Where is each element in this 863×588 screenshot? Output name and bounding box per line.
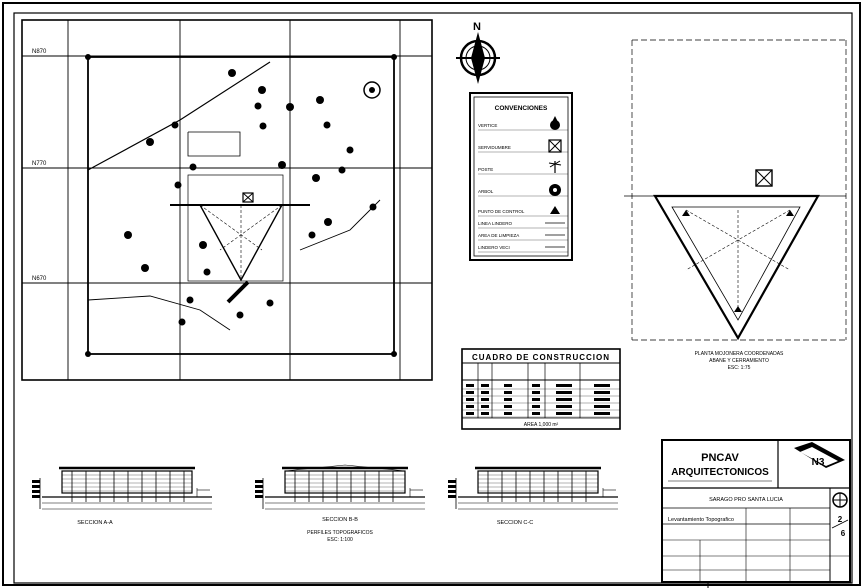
legend-item-label: AREA DE LIMPIEZA bbox=[478, 233, 519, 238]
table-cell bbox=[504, 398, 512, 401]
table-cell bbox=[556, 412, 572, 415]
cleaning-line bbox=[299, 199, 381, 251]
table-cell bbox=[532, 391, 540, 394]
section-b-label: SECCION B-B bbox=[322, 517, 358, 523]
table-footer: AREA 1,000 m² bbox=[524, 422, 559, 428]
cleaning-area bbox=[187, 174, 284, 282]
servidumbre-box bbox=[242, 192, 254, 203]
logo-text: N3 bbox=[812, 457, 825, 468]
corner-markers bbox=[85, 54, 397, 357]
section-profile bbox=[255, 464, 425, 510]
title-block: PNCAV ARQUITECTONICOS N3 SARAGO PRO SANT… bbox=[661, 439, 851, 588]
legend-item-label: ARBOL bbox=[478, 189, 494, 194]
legend-symbol-tree-icon bbox=[549, 184, 561, 196]
table-cell bbox=[466, 398, 474, 401]
table-cell bbox=[481, 391, 489, 394]
grid-label-n1: N870 bbox=[32, 49, 47, 55]
table-cell bbox=[556, 398, 572, 401]
section-profile bbox=[448, 466, 618, 510]
legend-items: VERTICE SERVIDUMBRE POSTE ARBOL PUNTO DE CON… bbox=[478, 116, 568, 253]
table-cell bbox=[556, 384, 572, 387]
legend-item-label: VERTICE bbox=[478, 123, 497, 128]
table-cell bbox=[532, 384, 540, 387]
legend-symbol-drop-icon bbox=[550, 116, 560, 130]
site-plan: N870 N770 N670 bbox=[21, 19, 433, 381]
table-title: CUADRO DE CONSTRUCCION bbox=[472, 353, 610, 362]
firm-name-1: PNCAV bbox=[701, 452, 739, 464]
grid-label-n2: N770 bbox=[32, 161, 47, 167]
table-cell bbox=[556, 405, 572, 408]
legend-symbol-pole-icon bbox=[548, 160, 562, 173]
construction-table: CUADRO DE CONSTRUCCION AREA 1,000 m² bbox=[461, 348, 621, 430]
table-rows bbox=[462, 384, 620, 418]
drawing-content: Levantamiento Topografico bbox=[668, 517, 734, 523]
legend-item-label: SERVIDUMBRE bbox=[478, 145, 511, 150]
table-cell bbox=[594, 405, 610, 408]
table-cell bbox=[504, 405, 512, 408]
section-c-label: SECCION C-C bbox=[497, 520, 533, 526]
survey-diagonals bbox=[199, 204, 283, 281]
table-cell bbox=[594, 391, 610, 394]
firm-logo-icon: N3 bbox=[794, 442, 845, 468]
boundary-marker-detail: PLANTA MOJONERA COORDENADAS ABANE Y CERR… bbox=[624, 39, 847, 371]
sheet-number: 2 bbox=[838, 515, 843, 524]
lindero-line bbox=[87, 61, 271, 171]
site-plan-frame bbox=[21, 19, 433, 381]
legend-item-label: PUNTO DE CONTROL bbox=[478, 209, 525, 214]
section-a-label: SECCION A-A bbox=[77, 520, 113, 526]
table-cell bbox=[532, 412, 540, 415]
coordinate-grid bbox=[22, 20, 432, 380]
table-cell bbox=[532, 398, 540, 401]
sheet-total: 6 bbox=[841, 529, 846, 538]
table-cell bbox=[466, 412, 474, 415]
section-profile bbox=[32, 466, 212, 510]
property-boundary bbox=[87, 56, 395, 355]
section-b-scale: ESC: 1:100 bbox=[327, 537, 353, 543]
table-cell bbox=[504, 412, 512, 415]
section-b-subtitle: PERFILES TOPOGRAFICOS bbox=[307, 530, 373, 536]
table-cell bbox=[504, 384, 512, 387]
detail-caption-2: ABANE Y CERRAMIENTO bbox=[709, 358, 769, 364]
grid-label-n3: N670 bbox=[32, 276, 47, 282]
table-cell bbox=[481, 384, 489, 387]
detail-servidumbre-box bbox=[755, 169, 773, 187]
legend-box: CONVENCIONES VERTICE SERVIDUMBRE POSTE ARBO… bbox=[469, 92, 573, 261]
legend-symbol-triangle-icon bbox=[550, 206, 560, 214]
table-cell bbox=[481, 412, 489, 415]
plan-compass-icon bbox=[363, 81, 381, 99]
table-cell bbox=[481, 405, 489, 408]
table-cell bbox=[594, 398, 610, 401]
firm-name-2: ARQUITECTONICOS bbox=[671, 467, 769, 478]
table-cell bbox=[594, 384, 610, 387]
table-cell bbox=[466, 405, 474, 408]
legend-item-label: POSTE bbox=[478, 167, 493, 172]
trees bbox=[124, 69, 377, 326]
table-cell bbox=[466, 384, 474, 387]
legend-item-label: LINEA LINDERO bbox=[478, 221, 513, 226]
building-outline bbox=[187, 131, 241, 157]
table-cell bbox=[481, 398, 489, 401]
detail-triangle bbox=[653, 194, 820, 341]
table-cell bbox=[466, 391, 474, 394]
sheet-inner-border bbox=[13, 12, 853, 584]
table-cell bbox=[532, 405, 540, 408]
table-cell bbox=[594, 412, 610, 415]
legend-title: CONVENCIONES bbox=[495, 105, 548, 112]
access-path bbox=[226, 280, 250, 304]
north-arrow-icon: N bbox=[456, 21, 500, 84]
topographic-sections bbox=[32, 464, 618, 510]
north-letter: N bbox=[473, 21, 481, 33]
lindero-vecino bbox=[87, 295, 231, 331]
project-name: SARAGO PRO SANTA LUCIA bbox=[709, 497, 783, 503]
legend-item-label: LINDERO VECI bbox=[478, 245, 510, 250]
detail-caption-1: PLANTA MOJONERA COORDENADAS bbox=[695, 351, 784, 357]
table-cell bbox=[504, 391, 512, 394]
detail-caption-3: ESC: 1:75 bbox=[728, 365, 751, 371]
table-cell bbox=[556, 391, 572, 394]
